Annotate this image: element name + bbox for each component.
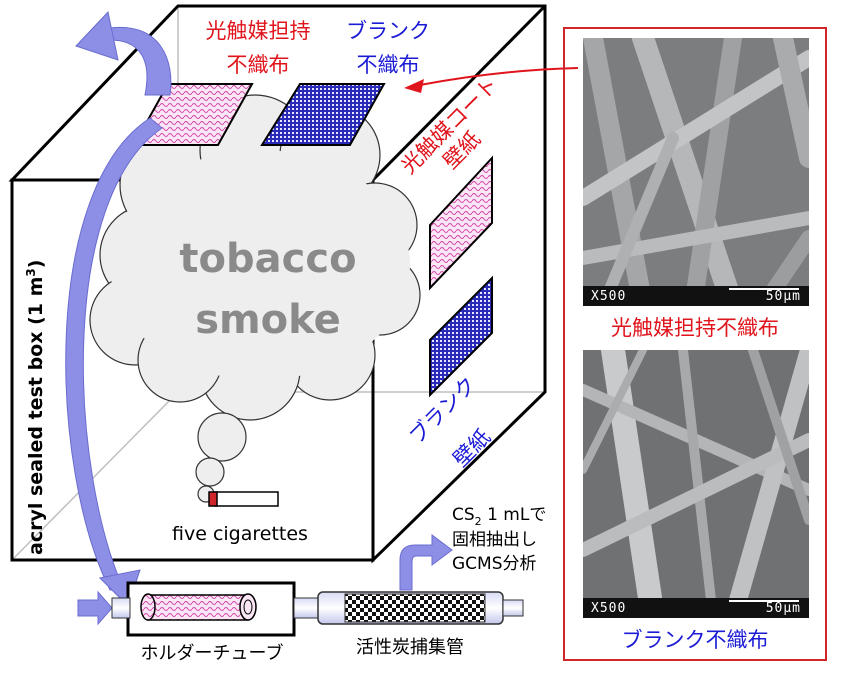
- label-blank-fabric-1: ブランク: [346, 19, 430, 43]
- sem-image-blank: X500 50μm: [583, 350, 809, 618]
- smoke-cloud: [89, 94, 421, 503]
- analysis-label-3: GCMS分析: [452, 554, 537, 574]
- inlet-arrow: [77, 590, 113, 626]
- holder-tube-label: ホルダーチューブ: [141, 642, 284, 664]
- box-edge: [371, 4, 547, 182]
- cigarette: [208, 491, 279, 507]
- rolled-fabric: [147, 594, 249, 621]
- label-blank-fabric-2: 不織布: [357, 53, 420, 77]
- box-label: acryl sealed test box (1 m3): [24, 260, 47, 555]
- cigarettes-label: five cigarettes: [172, 523, 308, 545]
- holder-tube-assembly: [77, 534, 524, 637]
- photocatalyst-wallpaper-sample: [429, 155, 493, 291]
- pointer-arrow: [404, 67, 579, 93]
- analysis-label-2: 固相抽出し: [452, 530, 537, 550]
- label-photocatalyst-fabric-1: 光触媒担持: [206, 19, 311, 43]
- sem-caption-blank: ブランク不織布: [621, 628, 769, 652]
- box-back-edge: [11, 391, 179, 561]
- sem-image-photocatalyst: X500 50μm: [583, 38, 809, 306]
- magnification-top: X500: [591, 288, 627, 304]
- scalebar-top: X500 50μm: [583, 286, 809, 306]
- exhaust-arrow: [75, 10, 172, 96]
- smoke-label-1: tobacco: [179, 236, 356, 282]
- analysis-label-1: CS2 1 mLで: [452, 505, 546, 528]
- scalebar-bottom: X500 50μm: [583, 598, 809, 618]
- analysis-arrow: [399, 534, 453, 591]
- scale-bottom: 50μm: [765, 600, 801, 616]
- smoke-label-2: smoke: [195, 297, 341, 343]
- sem-panel: [563, 27, 827, 661]
- scale-top: 50μm: [765, 288, 801, 304]
- sem-caption-photocatalyst: 光触媒担持不織布: [611, 316, 779, 340]
- blank-fabric-sample: [260, 83, 386, 146]
- label-photocatalyst-fabric-2: 不織布: [227, 53, 290, 77]
- label-blank-wallpaper-2: 壁紙: [449, 425, 496, 472]
- blank-wallpaper-sample: [429, 275, 493, 398]
- charcoal-tube-label: 活性炭捕集管: [356, 637, 464, 658]
- magnification-bottom: X500: [591, 600, 627, 616]
